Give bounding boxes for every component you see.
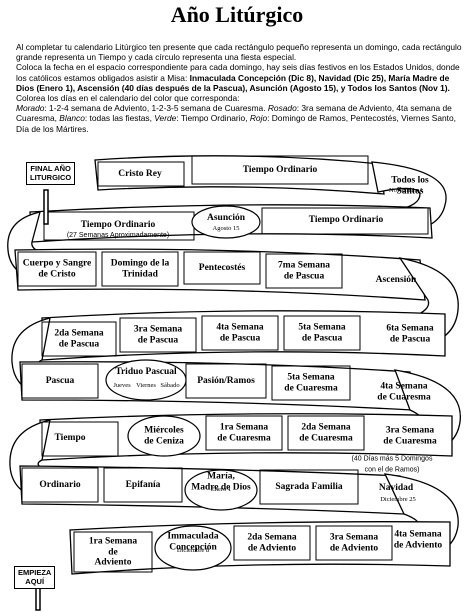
label-triduo-pascual: Triduo Pascual <box>115 366 177 377</box>
box-1-adviento <box>73 531 153 573</box>
label-trinidad: Domingo de la Trinidad <box>110 258 170 280</box>
sign-post-final <box>43 189 49 225</box>
label-todos-santos: Todos los Santos <box>391 175 429 197</box>
instructions-paragraph-1: Al completar tu calendario Litúrgico ten… <box>16 42 462 62</box>
sign-final-ano-liturgico: FINAL AÑO LITURGICO <box>26 162 76 185</box>
label-viernes: Viernes <box>136 382 156 389</box>
label-cristo-rey: Cristo Rey <box>118 168 162 179</box>
label-6-pascua: 6ta Semana de Pascua <box>386 323 434 345</box>
label-jueves: Jueves <box>113 382 131 389</box>
box-7-pascua <box>265 253 343 289</box>
label-4-pascua: 4ta Semana de Pascua <box>216 322 264 344</box>
label-7-pascua: 7ma Semana de Pascua <box>278 260 330 282</box>
oval-asuncion <box>191 205 261 239</box>
label-4-adviento: 4ta Semana de Adviento <box>393 529 443 551</box>
label-pasion-ramos: Pasión/Ramos <box>197 375 255 386</box>
label-2-adviento: 2da Semana de Adviento <box>247 532 297 554</box>
label-tiempo-ordinario-left: Tiempo Ordinario <box>80 219 156 230</box>
oval-triduo <box>105 359 187 401</box>
box-3-pascua <box>119 317 197 353</box>
label-miercoles-ceniza: Miércoles de Ceniza <box>144 425 184 447</box>
label-1-adviento: 1ra Semana de Adviento <box>88 536 138 568</box>
label-3-cuaresma: 3ra Semana de Cuaresma <box>383 425 437 447</box>
liturgical-ribbon-track <box>7 155 461 611</box>
ribbon-row-3 <box>14 248 426 301</box>
color-text-verde: : Tiempo Ordinario, <box>176 113 250 124</box>
box-pascua <box>21 363 99 399</box>
label-sagrada-familia: Sagrada Familia <box>275 481 343 492</box>
label-2-cuaresma: 2da Semana de Cuaresma <box>299 422 353 444</box>
color-label-rojo: Rojo <box>249 113 268 124</box>
label-todos-santos-date: Noviembre 1 <box>388 187 424 194</box>
box-pentecostes <box>183 251 261 285</box>
box-5-pascua <box>283 315 361 351</box>
box-epifania <box>103 467 183 503</box>
label-27-semanas: (27 Semanas Aproximadamente) <box>66 231 170 239</box>
label-40-dias-note: (40 Días más 5 Domingos con el de Ramos) <box>351 455 433 474</box>
label-asuncion: Asunción <box>206 212 246 223</box>
label-ascension: Ascensión <box>375 274 417 285</box>
label-epifania: Epifanía <box>125 479 161 490</box>
page-title: Año Litúrgico <box>170 2 304 27</box>
box-trinidad <box>101 251 179 287</box>
box-tiempo <box>41 421 119 457</box>
label-3-adviento: 3ra Semana de Adviento <box>329 532 379 554</box>
label-cuerpo-sangre: Cuerpo y Sangre de Cristo <box>22 258 92 280</box>
color-instructions-heading: Colorea los días en el calendario del co… <box>16 93 240 104</box>
oval-miercoles <box>127 415 201 457</box>
color-text-blanco: : todas las fiestas, <box>84 113 155 124</box>
box-2-cuaresma <box>287 415 365 451</box>
label-1-cuaresma: 1ra Semana de Cuaresma <box>217 422 271 444</box>
holy-days-list: Inmaculada Concepción (Dic 8), Navidad (… <box>16 72 450 93</box>
box-5-cuaresma <box>271 365 351 401</box>
box-2-pascua <box>41 321 117 357</box>
label-inmaculada: Immaculada Concepción <box>167 531 219 553</box>
label-pentecostes: Pentecostés <box>198 262 246 273</box>
label-maria-date: Enero 1 <box>210 486 232 493</box>
box-sagrada-familia <box>259 469 359 505</box>
box-ordinario <box>21 467 99 503</box>
box-4-pascua <box>201 315 279 351</box>
label-2-pascua: 2da Semana de Pascua <box>54 328 104 350</box>
box-3-adviento <box>315 525 393 561</box>
instructions-paragraph-3: Colorea los días en el calendario del co… <box>16 93 462 134</box>
box-tiempo-ordinario-1 <box>191 155 369 185</box>
box-2-adviento <box>233 525 311 561</box>
label-pascua: Pascua <box>45 375 75 386</box>
label-sabado: Sábado <box>160 382 180 389</box>
label-asuncion-date: Agosto 15 <box>212 225 240 232</box>
label-4-cuaresma: 4ta Semana de Cuaresma <box>377 381 431 403</box>
color-text-morado: : 1-2-4 semana de Adviento, 1-2-3-5 sema… <box>44 103 268 114</box>
color-label-blanco: Blanco <box>59 113 85 124</box>
label-navidad: Navidad <box>378 482 414 493</box>
label-5-pascua: 5ta Semana de Pascua <box>298 322 346 344</box>
instructions-text-2: Coloca la fecha en el espacio correspond… <box>16 62 460 83</box>
label-tiempo-ordinario-row1: Tiempo Ordinario <box>242 164 318 175</box>
oval-inmaculada <box>154 525 232 571</box>
box-cristo-rey <box>97 161 185 187</box>
box-1-cuaresma <box>205 415 283 451</box>
instructions: Al completar tu calendario Litúrgico ten… <box>16 42 462 134</box>
sign-empieza-aqui: EMPIEZA AQUÍ <box>14 566 56 589</box>
color-label-verde: Verde <box>154 113 177 124</box>
label-maria-madre: María, Madre de Dios <box>191 471 251 493</box>
label-inmaculada-date: Diciembre 8 <box>176 547 210 554</box>
label-navidad-date: Diciembre 25 <box>380 496 416 503</box>
label-3-pascua: 3ra Semana de Pascua <box>133 324 183 346</box>
oval-maria <box>184 469 258 511</box>
label-tiempo: Tiempo <box>54 432 86 443</box>
box-cuerpo-sangre <box>17 251 97 287</box>
color-text-rosado: : 3ra semana de Adviento, 4ta semana de … <box>16 103 452 124</box>
label-tiempo-ordinario-right: Tiempo Ordinario <box>308 214 384 225</box>
label-5-cuaresma: 5ta Semana de Cuaresma <box>284 372 338 394</box>
color-label-rosado: Rosado <box>267 103 297 114</box>
instructions-paragraph-2: Coloca la fecha en el espacio correspond… <box>16 62 462 93</box>
instructions-text-1: Al completar tu calendario Litúrgico ten… <box>16 42 462 63</box>
box-tiempo-ordinario-3 <box>261 207 429 235</box>
label-ordinario: Ordinario <box>39 479 81 490</box>
color-text-rojo: : Domingo de Ramos, Pentecostés, Viernes… <box>16 113 456 134</box>
ribbon-row-4 <box>41 310 446 361</box>
color-label-morado: Morado <box>16 103 45 114</box>
